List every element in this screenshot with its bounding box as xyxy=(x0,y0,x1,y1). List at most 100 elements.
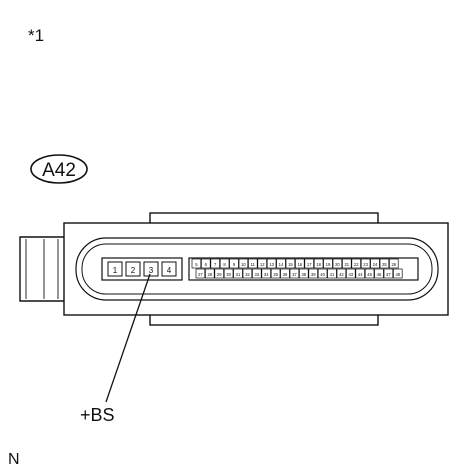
svg-text:39: 39 xyxy=(311,272,316,277)
svg-text:14: 14 xyxy=(279,262,284,267)
terminal-leader-line xyxy=(105,273,151,403)
pin-4: 4 xyxy=(161,261,177,277)
svg-text:21: 21 xyxy=(344,262,349,267)
pin-41: 41 xyxy=(327,268,337,279)
svg-text:12: 12 xyxy=(260,262,265,267)
svg-text:19: 19 xyxy=(326,262,331,267)
pin-13: 13 xyxy=(266,258,277,269)
svg-text:11: 11 xyxy=(251,262,256,267)
pin-47: 47 xyxy=(383,268,394,279)
pin-31: 31 xyxy=(233,268,243,279)
pin-36: 36 xyxy=(280,268,290,279)
connector-housing xyxy=(19,212,449,326)
pin-15: 15 xyxy=(285,258,296,269)
svg-text:43: 43 xyxy=(348,272,353,277)
svg-text:7: 7 xyxy=(214,262,217,267)
svg-text:6: 6 xyxy=(205,262,208,267)
svg-text:48: 48 xyxy=(395,272,400,277)
pin-48: 48 xyxy=(393,268,403,279)
pin-37: 37 xyxy=(289,268,300,279)
svg-text:16: 16 xyxy=(297,262,302,267)
pin-30: 30 xyxy=(223,268,234,279)
svg-text:46: 46 xyxy=(377,272,382,277)
svg-text:1: 1 xyxy=(113,266,118,275)
svg-text:45: 45 xyxy=(367,272,372,277)
pin-16: 16 xyxy=(295,258,305,269)
pin-24: 24 xyxy=(370,258,380,269)
pin-9: 9 xyxy=(229,258,239,269)
pin-27: 27 xyxy=(195,268,206,279)
svg-text:38: 38 xyxy=(301,272,306,277)
svg-text:18: 18 xyxy=(316,262,321,267)
pin-7: 7 xyxy=(210,258,220,269)
large-pin-block: 1 2 3 4 xyxy=(101,257,183,281)
pin-34: 34 xyxy=(261,268,271,279)
svg-text:13: 13 xyxy=(269,262,274,267)
pin-43: 43 xyxy=(346,268,356,279)
svg-text:31: 31 xyxy=(236,272,241,277)
pin-21: 21 xyxy=(342,258,352,269)
connector-code-text: A42 xyxy=(42,160,76,181)
svg-text:3: 3 xyxy=(149,266,154,275)
svg-text:34: 34 xyxy=(264,272,269,277)
pin-17: 17 xyxy=(304,258,314,269)
svg-text:41: 41 xyxy=(330,272,335,277)
pin-28: 28 xyxy=(205,268,215,279)
pin-40: 40 xyxy=(317,268,328,279)
pin-5: 5 xyxy=(191,258,202,269)
svg-text:29: 29 xyxy=(217,272,222,277)
svg-text:26: 26 xyxy=(391,262,396,267)
svg-text:47: 47 xyxy=(386,272,391,277)
svg-text:28: 28 xyxy=(207,272,212,277)
svg-text:42: 42 xyxy=(339,272,344,277)
small-pin-block: 5 6 7 8 9 10 11 12 13 14 15 16 17 18 19 20 21 22 23 24 25 26 2… xyxy=(188,257,419,281)
pin-29: 29 xyxy=(214,268,224,279)
terminal-label-bs: +BS xyxy=(80,405,115,425)
pin-22: 22 xyxy=(351,258,361,269)
pin-23: 23 xyxy=(360,258,371,269)
svg-text:9: 9 xyxy=(233,262,236,267)
pin-3: 3 xyxy=(143,261,159,277)
pin-10: 10 xyxy=(238,258,249,269)
pin-19: 19 xyxy=(323,258,333,269)
pin-20: 20 xyxy=(332,258,343,269)
pin-39: 39 xyxy=(308,268,318,279)
svg-text:33: 33 xyxy=(254,272,259,277)
connector-code-ellipse xyxy=(30,154,88,184)
pin-46: 46 xyxy=(374,268,384,279)
svg-text:10: 10 xyxy=(241,262,246,267)
svg-text:44: 44 xyxy=(358,272,363,277)
pin-38: 38 xyxy=(299,268,309,279)
note-label: *1 xyxy=(28,26,45,45)
svg-text:8: 8 xyxy=(223,262,226,267)
svg-text:23: 23 xyxy=(363,262,368,267)
pin-44: 44 xyxy=(355,268,365,279)
svg-text:17: 17 xyxy=(307,262,312,267)
pin-1: 1 xyxy=(107,261,123,277)
svg-text:15: 15 xyxy=(288,262,293,267)
svg-text:4: 4 xyxy=(167,266,172,275)
svg-text:30: 30 xyxy=(226,272,231,277)
svg-text:27: 27 xyxy=(198,272,203,277)
pin-6: 6 xyxy=(201,258,211,269)
pin-8: 8 xyxy=(219,258,230,269)
svg-text:20: 20 xyxy=(335,262,340,267)
svg-text:5: 5 xyxy=(195,262,198,267)
svg-text:37: 37 xyxy=(292,272,297,277)
pin-25: 25 xyxy=(379,258,390,269)
svg-text:25: 25 xyxy=(382,262,387,267)
pin-45: 45 xyxy=(364,268,375,279)
svg-text:24: 24 xyxy=(373,262,378,267)
connector-code-callout: A42 xyxy=(30,154,88,184)
pin-14: 14 xyxy=(276,258,286,269)
svg-text:22: 22 xyxy=(354,262,359,267)
svg-text:36: 36 xyxy=(283,272,288,277)
pin-32: 32 xyxy=(242,268,253,279)
pin-42: 42 xyxy=(336,268,347,279)
svg-text:2: 2 xyxy=(131,266,136,275)
pin-18: 18 xyxy=(313,258,324,269)
pin-12: 12 xyxy=(257,258,267,269)
corner-label: N xyxy=(8,451,20,468)
svg-text:35: 35 xyxy=(273,272,278,277)
